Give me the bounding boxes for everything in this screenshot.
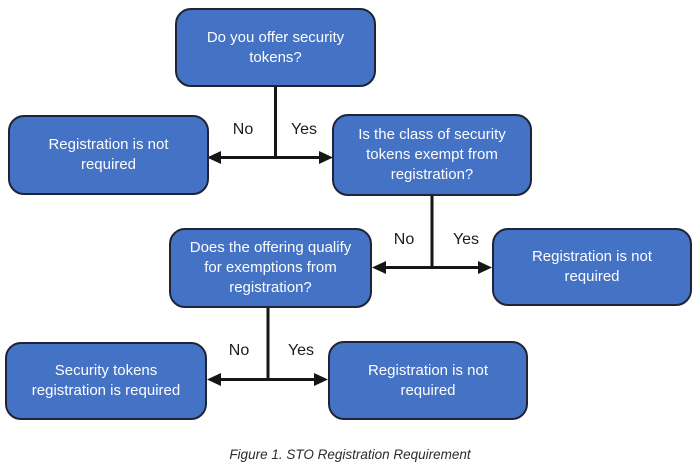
node-label: Does the offering qualify for exemptions… xyxy=(189,239,352,296)
node-registration-not-required-2: Registration is not required xyxy=(492,228,692,306)
node-registration-not-required-3: Registration is not required xyxy=(328,341,528,420)
node-label: Registration is not required xyxy=(367,361,489,399)
edge-label-yes-2: Yes xyxy=(452,231,480,248)
node-registration-not-required-1: Registration is not required xyxy=(8,115,209,195)
arrow-left-icon xyxy=(372,261,386,274)
node-label: Registration is not required xyxy=(48,136,169,173)
node-question-class-exempt: Is the class of security tokens exempt f… xyxy=(332,114,532,196)
edge-label-no-3: No xyxy=(228,342,250,359)
node-question-offer-tokens: Do you offer security tokens? xyxy=(175,8,376,87)
arrow-right-icon xyxy=(319,151,333,164)
edge-label-no-1: No xyxy=(232,121,254,138)
node-question-offering-exempt: Does the offering qualify for exemptions… xyxy=(169,228,372,308)
arrow-right-icon xyxy=(314,373,328,386)
node-label: Security tokens registration is required xyxy=(31,362,181,399)
edge-label-yes-1: Yes xyxy=(290,121,318,138)
node-label: Do you offer security tokens? xyxy=(206,28,345,66)
arrow-left-icon xyxy=(207,151,221,164)
connector-junction-3 xyxy=(207,306,328,386)
node-registration-required: Security tokens registration is required xyxy=(5,342,207,420)
edge-label-yes-3: Yes xyxy=(287,342,315,359)
node-label: Is the class of security tokens exempt f… xyxy=(358,126,506,183)
node-label: Registration is not required xyxy=(531,248,653,285)
arrow-left-icon xyxy=(207,373,221,386)
connector-junction-1 xyxy=(207,85,333,164)
connector-junction-2 xyxy=(372,194,492,274)
arrow-right-icon xyxy=(478,261,492,274)
figure-caption: Figure 1. STO Registration Requirement xyxy=(229,447,471,462)
edge-label-no-2: No xyxy=(393,231,415,248)
